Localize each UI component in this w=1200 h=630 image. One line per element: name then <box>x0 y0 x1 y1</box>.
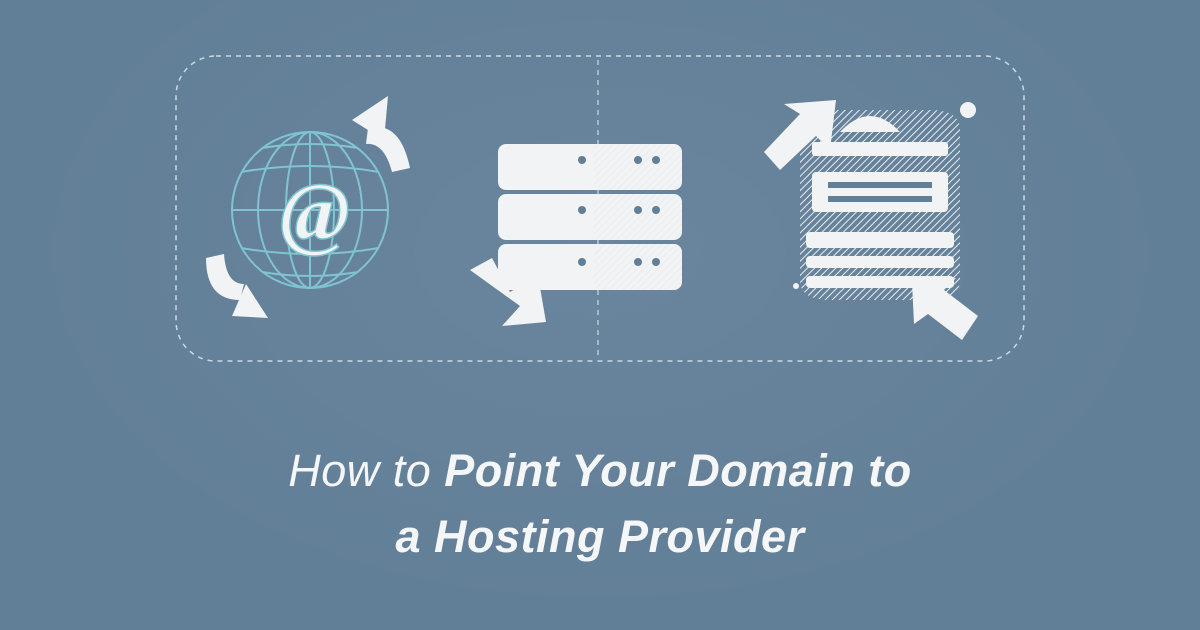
page-title: How to Point Your Domain to a Hosting Pr… <box>0 438 1200 570</box>
title-line-1: How to Point Your Domain to <box>0 438 1200 504</box>
hosting-server-icon <box>793 102 976 300</box>
title-line-2: a Hosting Provider <box>395 511 805 562</box>
arrow-to-server-icon <box>470 258 546 326</box>
at-sign-icon: @ <box>280 166 350 259</box>
sync-arrow-icon <box>206 96 410 318</box>
arrow-down-right-icon <box>912 278 978 340</box>
server-stack-icon <box>498 144 682 290</box>
dashed-frame <box>175 55 1025 362</box>
title-emphasis: Point Your Domain to <box>444 445 912 496</box>
arrow-up-left-icon <box>764 100 836 170</box>
title-prefix: How to <box>288 445 445 496</box>
globe-icon <box>231 131 389 289</box>
